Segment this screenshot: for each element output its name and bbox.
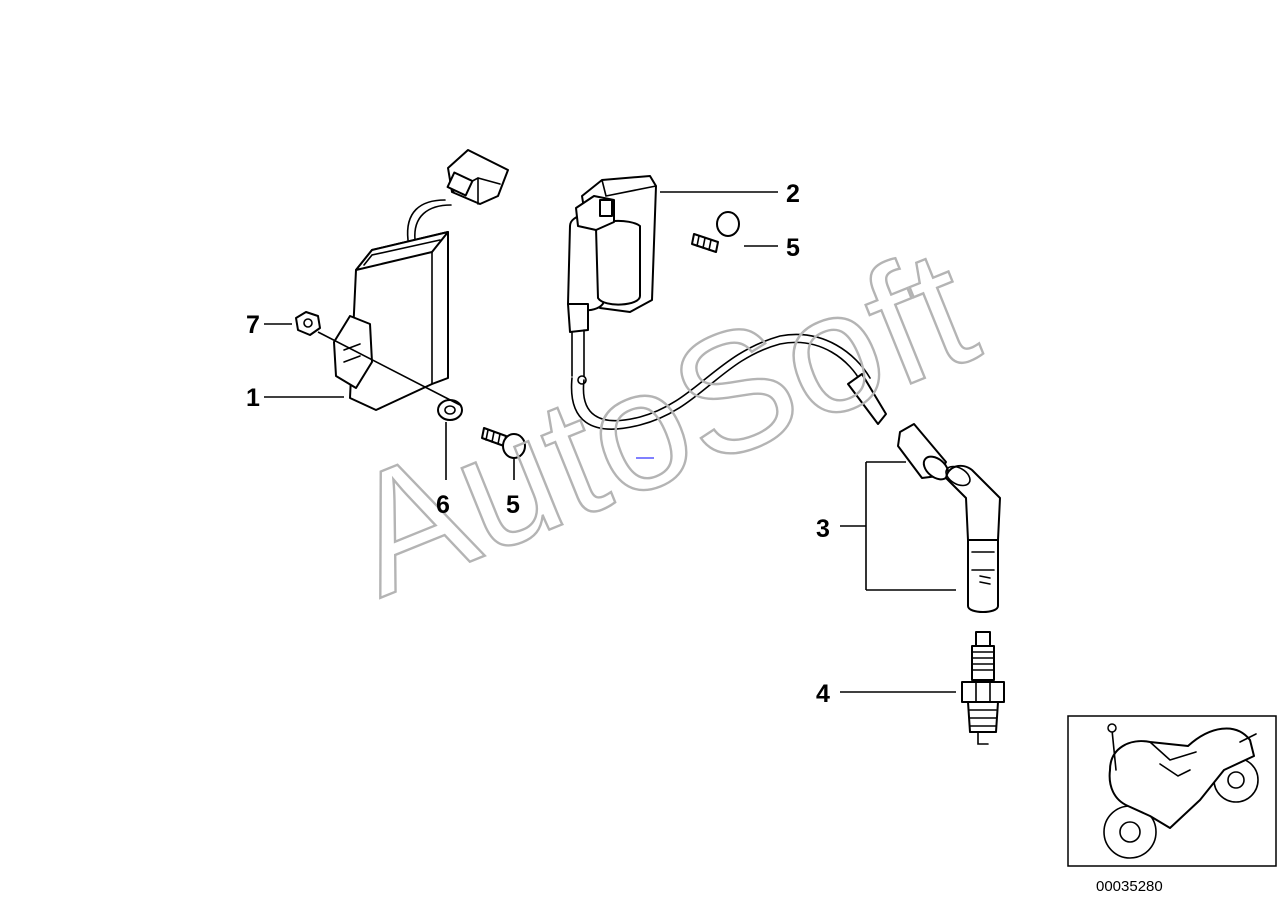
ignition-lead[interactable] (570, 333, 887, 430)
bolt-upper[interactable] (691, 211, 740, 253)
callout-5-upper[interactable]: 5 (786, 234, 800, 262)
control-unit[interactable] (333, 149, 509, 411)
motorcycle-thumbnail (1067, 715, 1277, 867)
callout-5-lower[interactable]: 5 (506, 491, 520, 519)
leader-lines (264, 191, 956, 693)
spark-plug[interactable] (961, 631, 1005, 745)
ignition-coil[interactable] (567, 175, 657, 377)
callout-6[interactable]: 6 (436, 491, 450, 519)
nut[interactable] (295, 311, 321, 336)
callouts: 7 1 2 5 6 5 3 4 (246, 180, 830, 708)
callout-4[interactable]: 4 (816, 680, 830, 708)
callout-2[interactable]: 2 (786, 180, 800, 208)
callout-7[interactable]: 7 (246, 311, 260, 339)
document-number: 00035280 (1096, 878, 1163, 895)
callout-1[interactable]: 1 (246, 384, 260, 412)
spark-plug-connector[interactable] (897, 423, 1001, 613)
callout-3[interactable]: 3 (816, 515, 830, 543)
